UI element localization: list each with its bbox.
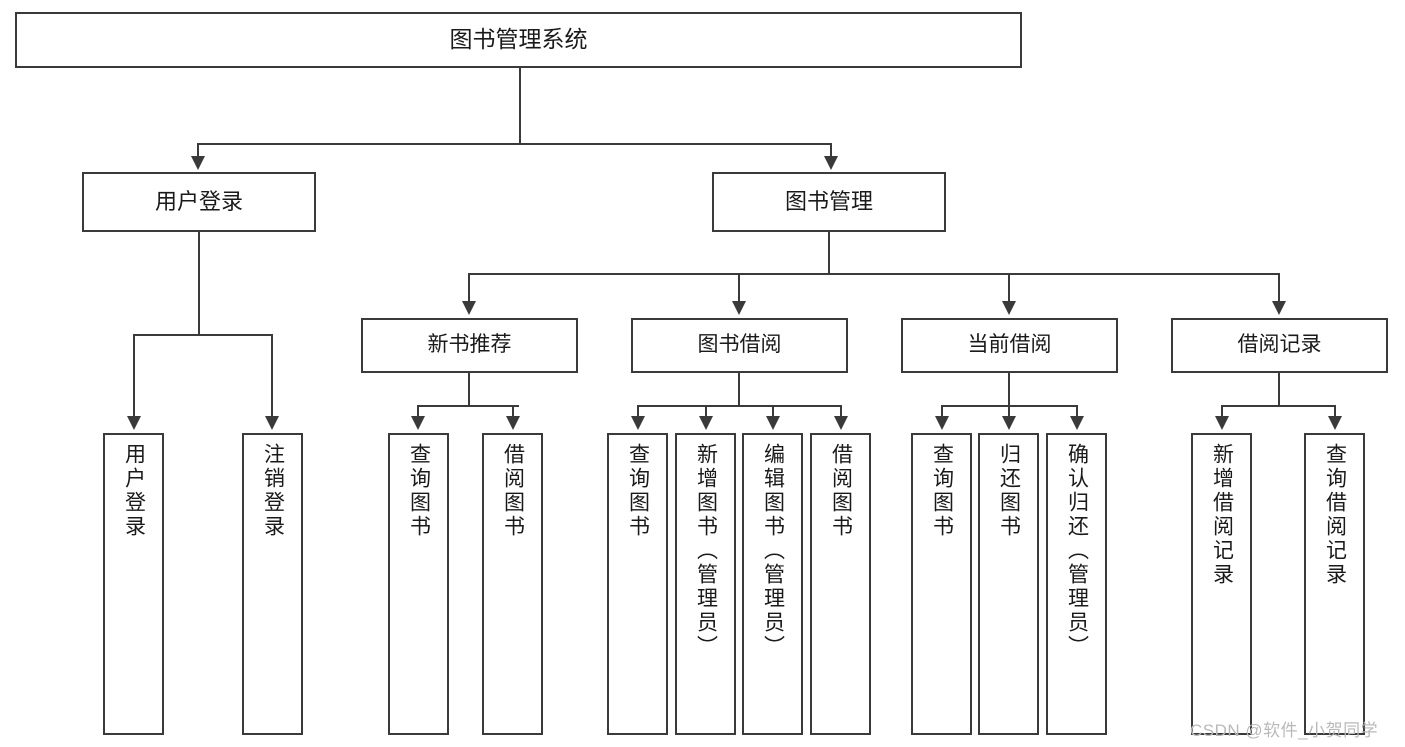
arrow-user-login-to-leaf-1 [127, 416, 141, 430]
connector-book-manage-to-l2-4 [1278, 273, 1280, 303]
node-label: 借阅图书 [501, 443, 525, 539]
node-label: 图书管理 [784, 189, 873, 215]
leaf-confirm-return-admin[interactable]: 确认归还（管理员） [1046, 433, 1107, 735]
connector-new-book-stem [468, 373, 470, 406]
node-label: 查询借阅记录 [1323, 443, 1347, 587]
connector-root-bar [197, 143, 832, 145]
arrow-borrow-record-to-leaf-2 [1328, 416, 1342, 430]
connector-user-login-bar [133, 334, 272, 336]
connector-book-borrow-stem [738, 373, 740, 406]
connector-book-borrow-bar [637, 405, 842, 407]
node-label: 确认归还（管理员） [1065, 443, 1089, 659]
connector-new-book-bar [417, 405, 519, 407]
leaf-query-book-current[interactable]: 查询图书 [911, 433, 972, 735]
arrow-book-manage-to-l2-4 [1272, 301, 1286, 315]
connector-user-login-to-leaf-1 [133, 334, 135, 419]
connector-book-manage-bar [468, 273, 1280, 275]
arrow-book-borrow-to-leaf-2 [699, 416, 713, 430]
connector-new-book-to-leaf-1 [417, 405, 419, 419]
node-label: 借阅记录 [1237, 333, 1322, 357]
leaf-borrow-book-recommend[interactable]: 借阅图书 [482, 433, 543, 735]
node-label: 查询图书 [626, 443, 650, 539]
node-new-book-recommend[interactable]: 新书推荐 [361, 318, 578, 373]
arrow-new-book-to-leaf-1 [411, 416, 425, 430]
node-borrow-record[interactable]: 借阅记录 [1171, 318, 1388, 373]
connector-book-manage-to-l2-3 [1008, 273, 1010, 303]
node-label: 借阅图书 [829, 443, 853, 539]
node-label: 归还图书 [997, 443, 1021, 539]
leaf-user-login[interactable]: 用户登录 [103, 433, 164, 735]
connector-book-manage-stem [828, 232, 830, 274]
node-label: 编辑图书（管理员） [761, 443, 785, 659]
node-label: 图书管理系统 [449, 26, 588, 53]
connector-user-login-to-leaf-2 [271, 334, 273, 419]
leaf-query-book-recommend[interactable]: 查询图书 [388, 433, 449, 735]
connector-user-login-stem [198, 232, 200, 335]
connector-book-manage-to-l2-1 [468, 273, 470, 303]
node-label: 查询图书 [407, 443, 431, 539]
node-label: 注销登录 [261, 443, 285, 539]
node-label: 新增图书（管理员） [694, 443, 718, 659]
connector-root-stem [519, 68, 521, 145]
connector-borrow-record-stem [1278, 373, 1280, 406]
connector-root-to-user-login [197, 143, 199, 159]
arrow-book-borrow-to-leaf-1 [631, 416, 645, 430]
node-label: 图书借阅 [697, 333, 782, 357]
leaf-add-book-admin[interactable]: 新增图书（管理员） [675, 433, 736, 735]
connector-current-borrow-to-leaf-3 [1076, 405, 1078, 419]
arrow-new-book-to-leaf-2 [506, 416, 520, 430]
arrow-user-login-to-leaf-2 [265, 416, 279, 430]
node-root-system[interactable]: 图书管理系统 [15, 12, 1022, 68]
leaf-edit-book-admin[interactable]: 编辑图书（管理员） [742, 433, 803, 735]
node-label: 用户登录 [154, 189, 243, 215]
node-label: 当前借阅 [967, 333, 1052, 357]
connector-borrow-record-bar [1221, 405, 1336, 407]
connector-book-borrow-to-leaf-3 [772, 405, 774, 419]
connector-root-to-book-manage [830, 143, 832, 159]
arrow-book-borrow-to-leaf-3 [766, 416, 780, 430]
node-label: 新书推荐 [427, 333, 512, 357]
connector-new-book-to-leaf-2 [512, 405, 514, 419]
connector-current-borrow-stem [1008, 373, 1010, 406]
leaf-add-borrow-record[interactable]: 新增借阅记录 [1191, 433, 1252, 735]
arrow-borrow-record-to-leaf-1 [1215, 416, 1229, 430]
connector-borrow-record-to-leaf-2 [1334, 405, 1336, 419]
leaf-query-book-borrow[interactable]: 查询图书 [607, 433, 668, 735]
node-label: 查询图书 [930, 443, 954, 539]
arrow-current-borrow-to-leaf-2 [1002, 416, 1016, 430]
arrow-current-borrow-to-leaf-3 [1070, 416, 1084, 430]
connector-current-borrow-to-leaf-2 [1008, 405, 1010, 419]
node-book-management[interactable]: 图书管理 [712, 172, 946, 232]
connector-book-borrow-to-leaf-4 [840, 405, 842, 419]
arrow-book-borrow-to-leaf-4 [834, 416, 848, 430]
arrow-book-manage-to-l2-2 [732, 301, 746, 315]
arrow-root-to-book-manage [824, 156, 838, 170]
arrow-root-to-user-login [191, 156, 205, 170]
node-book-borrow[interactable]: 图书借阅 [631, 318, 848, 373]
connector-book-borrow-to-leaf-2 [705, 405, 707, 419]
connector-book-borrow-to-leaf-1 [637, 405, 639, 419]
leaf-query-borrow-record[interactable]: 查询借阅记录 [1304, 433, 1365, 735]
leaf-borrow-book[interactable]: 借阅图书 [810, 433, 871, 735]
node-user-login[interactable]: 用户登录 [82, 172, 316, 232]
leaf-return-book[interactable]: 归还图书 [978, 433, 1039, 735]
arrow-book-manage-to-l2-1 [462, 301, 476, 315]
node-current-borrow[interactable]: 当前借阅 [901, 318, 1118, 373]
connector-book-manage-to-l2-2 [738, 273, 740, 303]
arrow-book-manage-to-l2-3 [1002, 301, 1016, 315]
connector-current-borrow-to-leaf-1 [941, 405, 943, 419]
node-label: 用户登录 [122, 443, 146, 539]
leaf-user-logout[interactable]: 注销登录 [242, 433, 303, 735]
node-label: 新增借阅记录 [1210, 443, 1234, 587]
connector-borrow-record-to-leaf-1 [1221, 405, 1223, 419]
arrow-current-borrow-to-leaf-1 [935, 416, 949, 430]
